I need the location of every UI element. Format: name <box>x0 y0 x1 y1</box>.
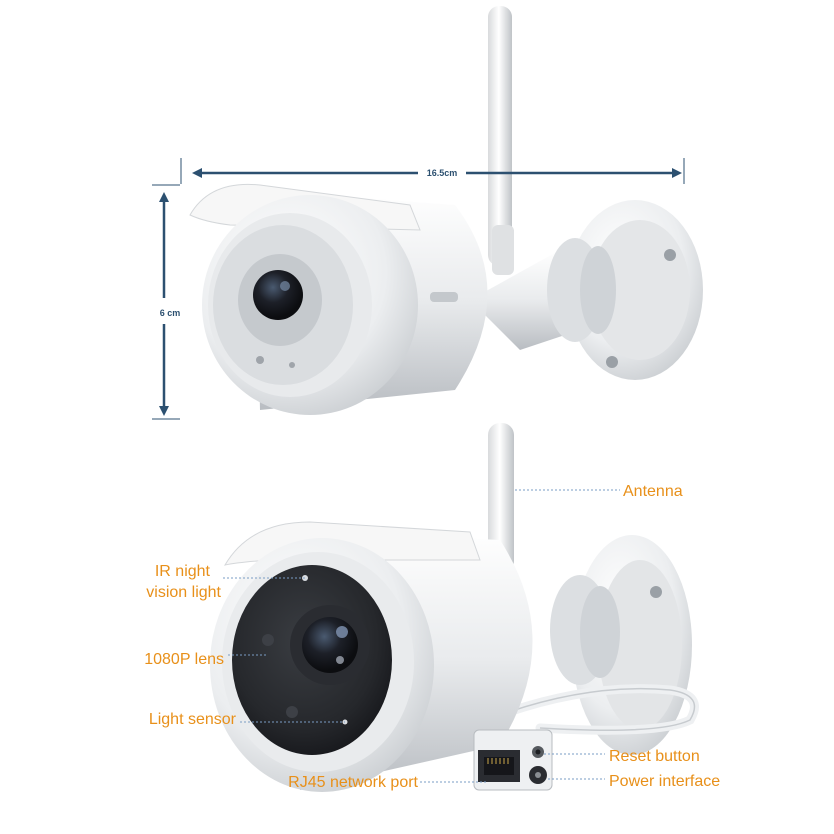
callout-ir-night-line1: IR night <box>155 563 211 580</box>
dimension-height: 6 cm <box>152 184 181 420</box>
top-camera <box>189 6 703 415</box>
callouts <box>223 489 620 783</box>
callout-power: Power interface <box>609 773 720 790</box>
callout-reset-button: Reset button <box>609 748 700 765</box>
height-label: 6 cm <box>160 308 181 318</box>
callout-antenna: Antenna <box>623 483 683 500</box>
bottom-camera <box>210 423 699 792</box>
light-sensor-dot <box>286 706 298 718</box>
top-antenna <box>488 6 512 266</box>
callout-rj45: RJ45 network port <box>288 774 418 791</box>
bottom-antenna <box>488 423 514 573</box>
callout-ir-night-line2: vision light <box>146 584 221 601</box>
callout-light-sensor: Light sensor <box>149 711 237 728</box>
callout-lens: 1080P lens <box>144 651 224 668</box>
width-label: 16.5cm <box>427 168 458 178</box>
top-lens <box>253 270 303 320</box>
dimension-width: 16.5cm <box>180 158 685 184</box>
